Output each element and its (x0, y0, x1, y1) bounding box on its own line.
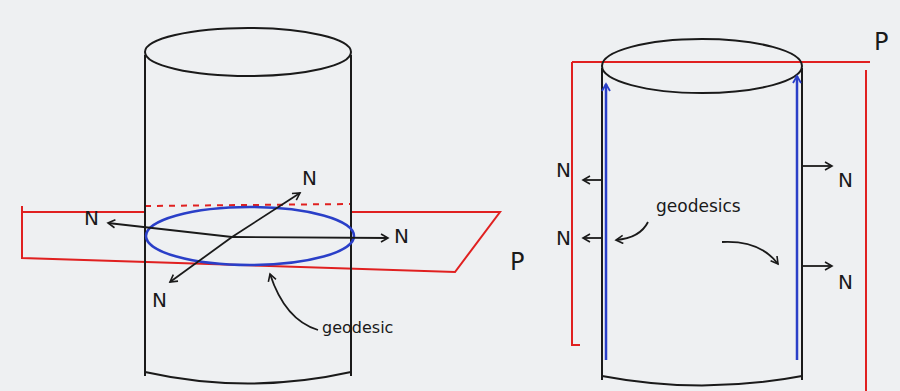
normal-label: N (556, 160, 571, 180)
normal-label: N (302, 168, 317, 188)
callout-text: geodesics (656, 198, 741, 215)
normal-label: N (838, 272, 853, 292)
plane-label: P (874, 30, 888, 54)
normal-label: N (152, 290, 167, 310)
normal-label: N (84, 208, 99, 228)
callout-text: geodesic (322, 320, 393, 336)
normal-label: N (838, 170, 853, 190)
plane-label: P (510, 250, 524, 274)
normal-label: N (556, 228, 571, 248)
normal-label: N (394, 226, 409, 246)
